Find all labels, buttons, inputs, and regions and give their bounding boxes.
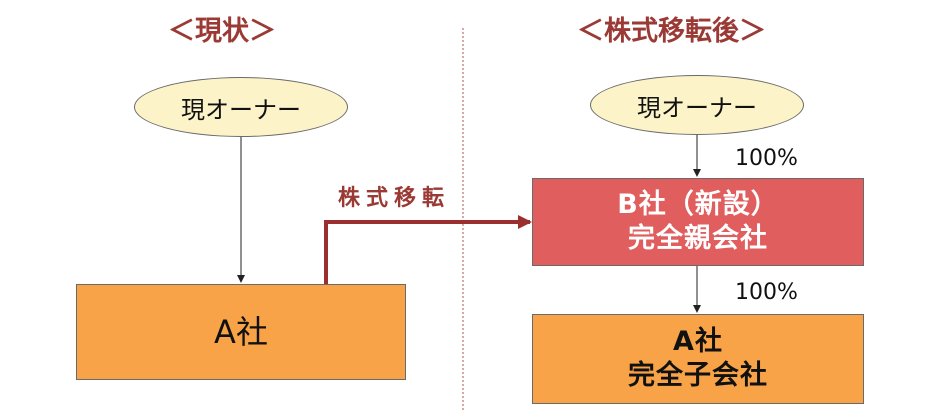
- subsidiary-company-name: A社: [673, 326, 723, 358]
- current-state-heading: ＜現状＞: [168, 16, 276, 47]
- after-transfer-heading: ＜株式移転後＞: [577, 16, 766, 47]
- left-company-label: A社: [214, 313, 268, 351]
- subsidiary-company-box: A社 完全子会社: [532, 314, 864, 404]
- parent-company-box: B社（新設） 完全親会社: [532, 178, 864, 266]
- right-owner-label: 現オーナー: [637, 93, 757, 122]
- owner-to-parent-percentage: 100%: [735, 146, 798, 171]
- left-company-box: A社: [76, 284, 406, 380]
- parent-company-role: 完全親会社: [628, 223, 768, 254]
- parent-to-subsidiary-percentage: 100%: [735, 280, 798, 305]
- left-owner-label: 現オーナー: [181, 95, 301, 124]
- right-owner-ellipse: 現オーナー: [590, 75, 804, 135]
- left-owner-ellipse: 現オーナー: [134, 77, 348, 137]
- subsidiary-company-role: 完全子会社: [628, 360, 768, 391]
- share-transfer-arrow: [324, 215, 532, 284]
- share-transfer-label: 株式移転: [338, 186, 451, 211]
- parent-company-name: B社（新設）: [617, 189, 779, 221]
